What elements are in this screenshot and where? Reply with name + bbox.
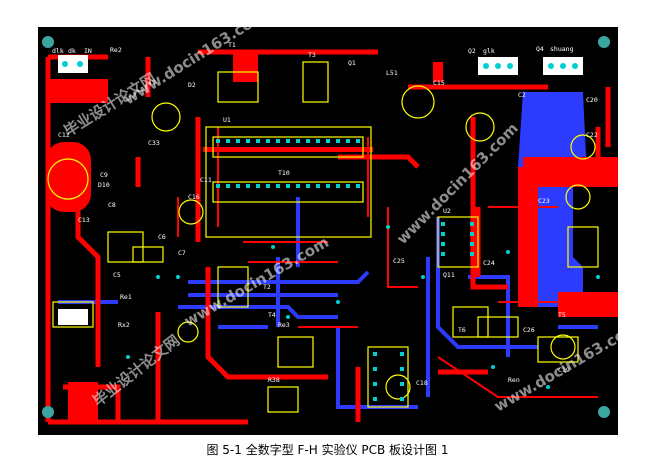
designator: IN xyxy=(84,47,92,55)
designator: Re1 xyxy=(120,293,132,301)
silkscreen-outlines xyxy=(47,61,599,413)
top-copper-pours xyxy=(46,52,618,422)
designator: Rx2 xyxy=(118,321,130,329)
designator: C23 xyxy=(538,197,550,205)
designator: C12 xyxy=(58,131,70,139)
designator: C8 xyxy=(108,201,116,209)
designator: L51 xyxy=(386,69,398,77)
designator: shuang xyxy=(550,45,574,53)
mounting-holes xyxy=(42,36,610,418)
pcb-board: dlk dk IN Re2 T1 T3 Q1 L51 C15 Q2 glk Q4… xyxy=(38,27,618,435)
designator: T3 xyxy=(308,51,316,59)
designator: C25 xyxy=(393,257,405,265)
designator: T6 xyxy=(458,326,466,334)
designator-labels: dlk dk IN Re2 T1 T3 Q1 L51 C15 Q2 glk Q4… xyxy=(52,41,598,387)
designator: C18 xyxy=(416,379,428,387)
watermark: 毕业设计论文网 xyxy=(89,331,183,410)
watermark: www.docin163.com xyxy=(491,318,618,416)
ic-pads xyxy=(216,139,474,401)
figure-caption: 图 5-1 全数字型 F-H 实验仪 PCB 板设计图 1 xyxy=(206,443,449,457)
designator: C20 xyxy=(586,96,598,104)
designator: dlk xyxy=(52,47,64,55)
designator: Q1 xyxy=(348,59,356,67)
designator: Re2 xyxy=(110,46,122,54)
designator: C33 xyxy=(148,139,160,147)
designator: Q11 xyxy=(443,271,455,279)
designator: C5 xyxy=(113,271,121,279)
vias xyxy=(126,225,600,389)
designator: C19 xyxy=(558,366,570,374)
designator: Q4 xyxy=(536,45,544,53)
designator: Q2 xyxy=(468,47,476,55)
designator: C2 xyxy=(518,91,526,99)
designator: T5 xyxy=(558,311,566,319)
designator: T1 xyxy=(228,41,236,49)
designator: C22 xyxy=(586,131,598,139)
pcb-layout: dlk dk IN Re2 T1 T3 Q1 L51 C15 Q2 glk Q4… xyxy=(42,27,618,425)
designator: C6 xyxy=(158,233,166,241)
designator: dk xyxy=(68,47,76,55)
designator: T4 xyxy=(268,311,276,319)
designator: U1 xyxy=(223,116,231,124)
designator: U2 xyxy=(443,207,451,215)
designator: Ren xyxy=(508,376,520,384)
designator: C15 xyxy=(433,79,445,87)
designator: C26 xyxy=(523,326,535,334)
designator: C11 xyxy=(200,176,212,184)
designator: D2 xyxy=(188,81,196,89)
designator: C24 xyxy=(483,259,495,267)
designator: C13 xyxy=(78,216,90,224)
designator: C9 xyxy=(100,171,108,179)
designator: glk xyxy=(483,47,495,55)
designator: C7 xyxy=(178,249,186,257)
designator: T2 xyxy=(263,283,271,291)
designator: C16 xyxy=(188,193,200,201)
watermark: www.docin163.com xyxy=(393,119,522,248)
connector-blocks xyxy=(58,55,583,325)
designator: R38 xyxy=(268,376,280,384)
designator: Re3 xyxy=(278,321,290,329)
designator: D10 xyxy=(98,181,110,189)
designator: T10 xyxy=(278,169,290,177)
